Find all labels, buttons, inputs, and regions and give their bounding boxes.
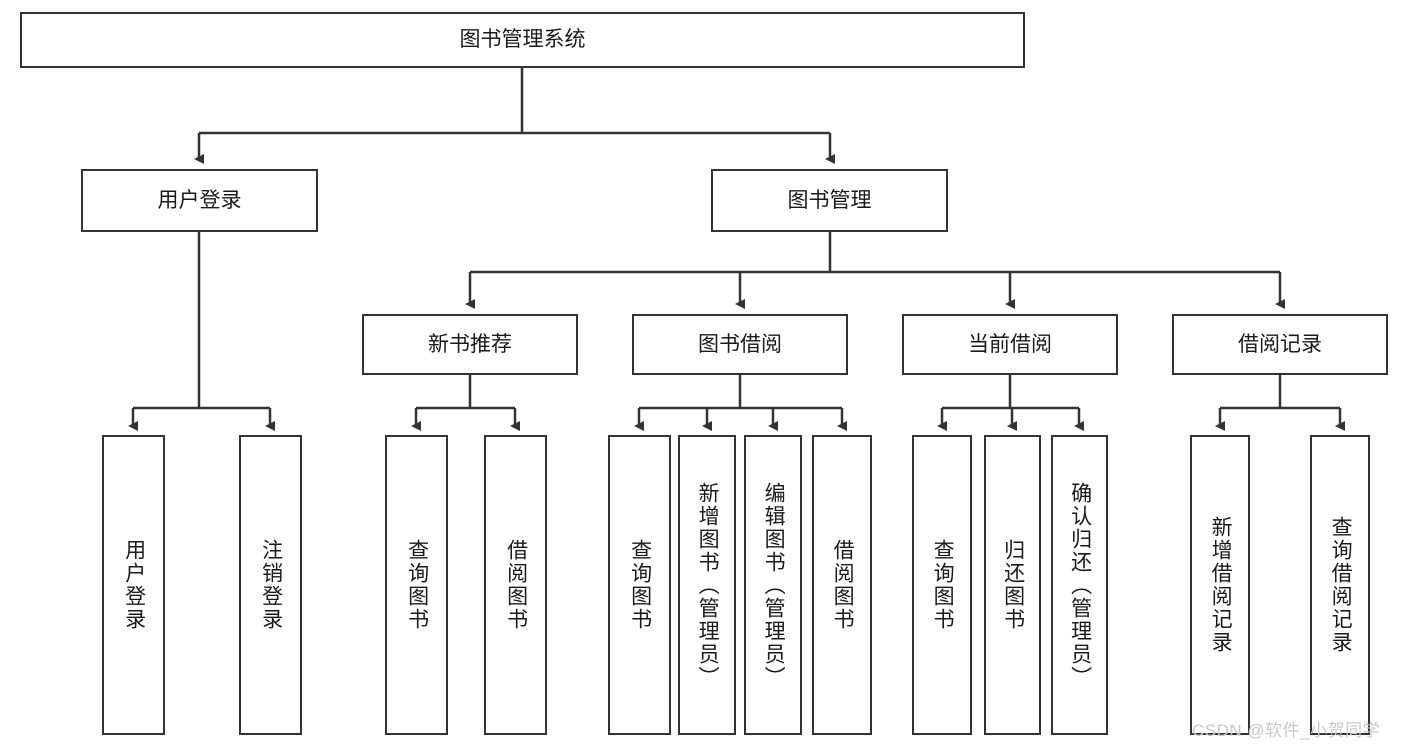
leaf-add-borrow-record[interactable]: 新增借阅记录	[1190, 435, 1250, 735]
node-label: 用户登录	[122, 539, 146, 631]
node-label: 归还图书	[1001, 539, 1025, 631]
leaf-borrow-book-recommend[interactable]: 借阅图书	[484, 435, 547, 735]
node-label: 新书推荐	[428, 332, 512, 356]
leaf-add-book-admin[interactable]: 新增图书（管理员）	[678, 435, 736, 735]
node-borrow-record[interactable]: 借阅记录	[1172, 314, 1388, 375]
leaf-edit-book-admin[interactable]: 编辑图书（管理员）	[744, 435, 802, 735]
node-root-system[interactable]: 图书管理系统	[20, 12, 1025, 68]
watermark-csdn: CSDN @软件_小贺同学	[1192, 721, 1381, 740]
node-label: 借阅图书	[504, 539, 528, 631]
node-current-borrow[interactable]: 当前借阅	[902, 314, 1118, 375]
node-label: 确认归还（管理员）	[1068, 481, 1092, 689]
leaf-query-book-borrow[interactable]: 查询图书	[608, 435, 671, 735]
node-label: 借阅记录	[1238, 332, 1322, 356]
node-label: 查询借阅记录	[1329, 516, 1353, 654]
node-label: 图书借阅	[698, 332, 782, 356]
leaf-return-book[interactable]: 归还图书	[984, 435, 1041, 735]
leaf-query-book-current[interactable]: 查询图书	[912, 435, 972, 735]
node-book-management[interactable]: 图书管理	[711, 169, 948, 232]
node-label: 新增借阅记录	[1209, 516, 1233, 654]
node-new-book-recommend[interactable]: 新书推荐	[362, 314, 578, 375]
node-label: 注销登录	[259, 539, 283, 631]
node-label: 图书管理系统	[459, 28, 586, 52]
node-label: 查询图书	[405, 539, 429, 631]
node-user-login[interactable]: 用户登录	[81, 169, 318, 232]
node-label: 借阅图书	[831, 539, 855, 631]
leaf-borrow-book[interactable]: 借阅图书	[812, 435, 872, 735]
leaf-query-book-recommend[interactable]: 查询图书	[385, 435, 448, 735]
leaf-confirm-return-admin[interactable]: 确认归还（管理员）	[1051, 435, 1108, 735]
node-label: 用户登录	[157, 188, 242, 212]
leaf-user-login[interactable]: 用户登录	[102, 435, 165, 735]
leaf-logout[interactable]: 注销登录	[239, 435, 302, 735]
node-book-borrow[interactable]: 图书借阅	[632, 314, 848, 375]
node-label: 查询图书	[931, 539, 955, 631]
node-label: 查询图书	[628, 539, 652, 631]
node-label: 图书管理	[787, 188, 872, 212]
node-label: 新增图书（管理员）	[696, 481, 720, 689]
node-label: 当前借阅	[968, 332, 1052, 356]
leaf-query-borrow-record[interactable]: 查询借阅记录	[1310, 435, 1370, 735]
node-label: 编辑图书（管理员）	[762, 481, 786, 689]
